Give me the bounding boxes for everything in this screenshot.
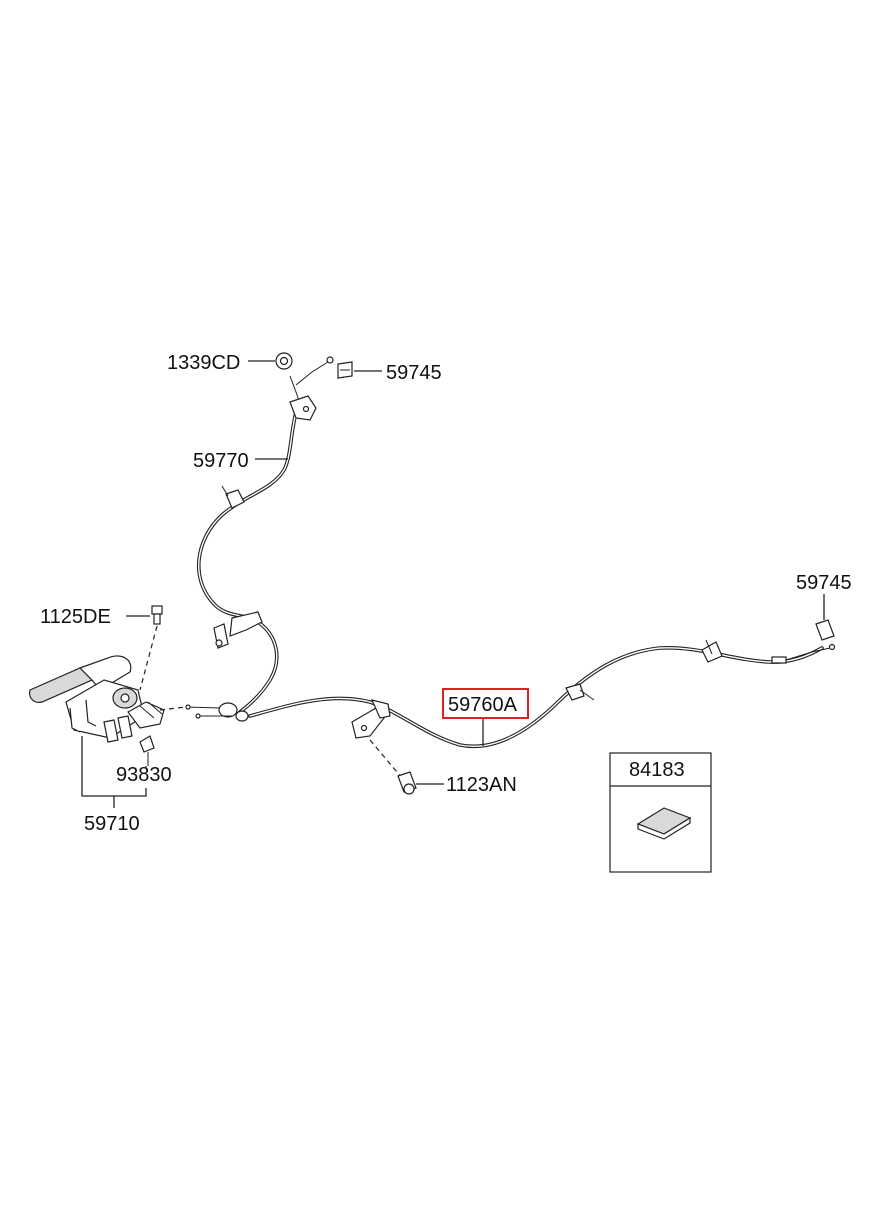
callout-59745-top[interactable]: 59745 bbox=[386, 362, 442, 384]
callout-1123an[interactable]: 1123AN bbox=[446, 774, 517, 796]
bolt-1125de bbox=[126, 605, 163, 691]
nut-1339cd bbox=[248, 352, 293, 370]
callout-59760a[interactable]: 59760A bbox=[448, 694, 518, 716]
callout-93830[interactable]: 93830 bbox=[116, 764, 172, 786]
clip-93830 bbox=[139, 735, 155, 766]
parking-lever-assembly bbox=[29, 655, 165, 743]
callout-1339cd[interactable]: 1339CD bbox=[167, 352, 240, 374]
callout-59770[interactable]: 59770 bbox=[193, 450, 249, 472]
callout-59745-right[interactable]: 59745 bbox=[796, 572, 852, 594]
clip-59745-right bbox=[815, 594, 835, 641]
cable-59760a bbox=[248, 639, 836, 749]
callout-59710[interactable]: 59710 bbox=[84, 813, 140, 835]
cable-joint bbox=[185, 702, 249, 722]
leader-lines bbox=[81, 458, 484, 808]
callout-84183[interactable]: 84183 bbox=[629, 759, 685, 781]
pad-84183-box bbox=[609, 752, 712, 873]
clip-59745-top bbox=[337, 361, 382, 379]
cable-59770 bbox=[196, 356, 334, 714]
bolt-1123an bbox=[369, 739, 444, 795]
highlight-box bbox=[442, 688, 529, 719]
callout-1125de[interactable]: 1125DE bbox=[40, 606, 111, 628]
